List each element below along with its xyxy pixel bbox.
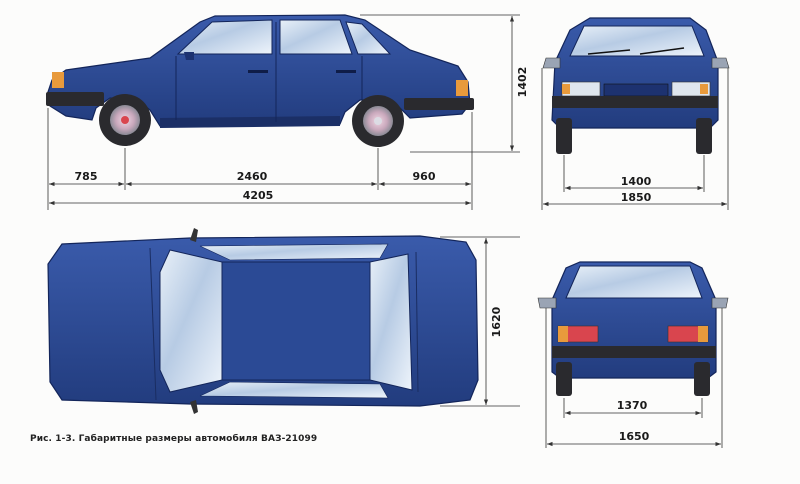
door-handle-front: [248, 70, 268, 73]
top-windshield: [159, 249, 223, 393]
dim-rear-track: 1370: [617, 399, 648, 412]
dim-overall-width-front: 1850: [621, 191, 652, 204]
side-mirror: [184, 52, 194, 60]
wiper-right: [639, 47, 685, 55]
door-handle-rear: [336, 70, 356, 73]
dim-overall-width-rear: 1650: [619, 430, 650, 443]
side-window-front: [176, 19, 273, 55]
rear-mirror-left: [537, 297, 557, 309]
rear-mirror-right: [711, 297, 729, 309]
side-window-quarter: [345, 21, 392, 55]
rear-window: [565, 265, 703, 299]
front-bumper-front: [552, 96, 718, 108]
front-view: [542, 17, 730, 154]
front-bumper: [46, 92, 104, 106]
top-view: [47, 228, 479, 414]
front-windshield: [569, 25, 705, 57]
top-side-window-upper: [199, 243, 389, 261]
dim-wheelbase: 2460: [237, 170, 268, 183]
front-tyre-right: [696, 118, 712, 154]
dim-rear-overhang: 960: [413, 170, 436, 183]
mirror-left: [542, 57, 561, 69]
grille: [603, 83, 669, 97]
dim-front-overhang: 785: [75, 170, 98, 183]
dim-body-width-top: 1620: [490, 306, 503, 337]
side-sill: [160, 116, 340, 128]
side-window-rear: [279, 19, 353, 55]
side-view: [46, 14, 474, 147]
wiper-left: [587, 49, 631, 55]
top-mirror-bottom: [190, 400, 198, 414]
rear-dimensions: [545, 308, 723, 448]
side-front-indicator: [52, 72, 64, 88]
figure-caption: Рис. 1-3. Габаритные размеры автомобиля …: [30, 434, 318, 444]
top-dimensions: [440, 236, 520, 407]
top-trunk-line: [415, 251, 419, 393]
front-tyre-left: [556, 118, 572, 154]
top-hood-line: [149, 247, 157, 401]
rear-bumper-rear: [552, 346, 716, 358]
front-dimensions: [541, 68, 729, 210]
side-rear-light: [456, 80, 468, 96]
mirror-right: [711, 57, 730, 69]
rear-tyre-left: [556, 362, 572, 396]
dim-front-track: 1400: [621, 175, 652, 188]
top-roof: [221, 261, 371, 381]
rear-view: [537, 261, 729, 396]
top-rear-window: [369, 253, 413, 391]
side-dimensions: [47, 14, 520, 210]
rear-bumper: [404, 98, 474, 110]
top-mirror-top: [190, 228, 198, 242]
rear-tyre-right: [694, 362, 710, 396]
dim-overall-length: 4205: [243, 189, 274, 202]
dim-overall-height: 1402: [516, 67, 529, 98]
top-side-window-lower: [199, 381, 389, 399]
